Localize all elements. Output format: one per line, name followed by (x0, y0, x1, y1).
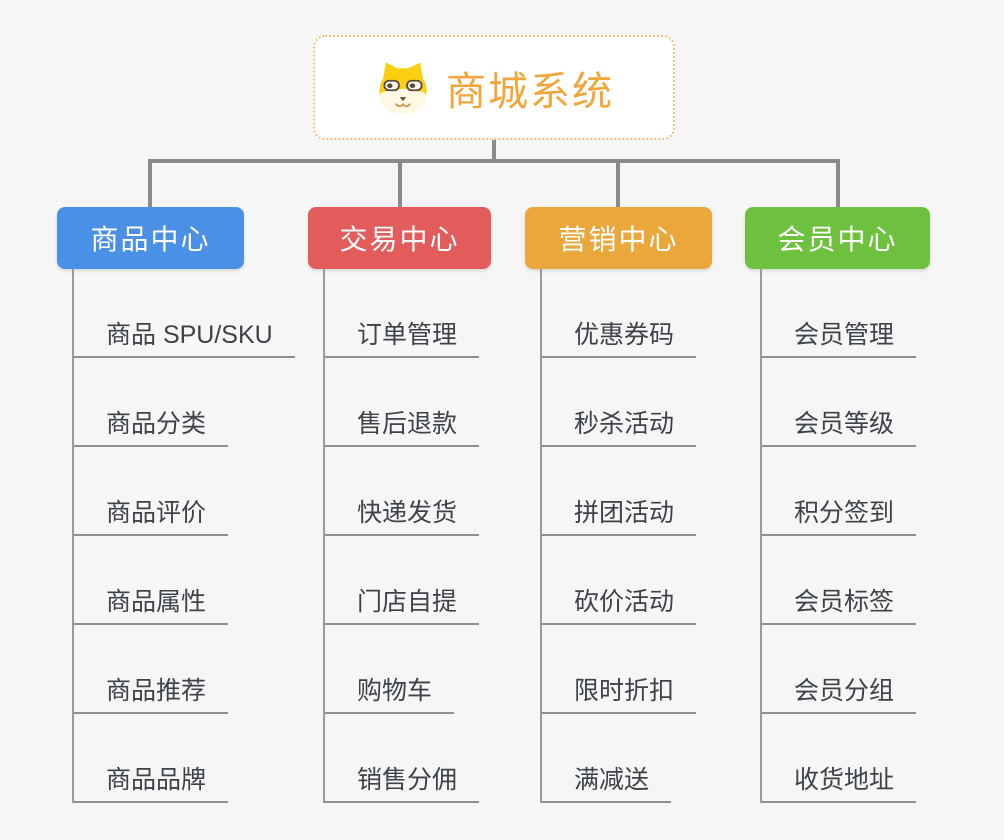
leaf-row: 商品品牌 (74, 714, 295, 803)
leaf-node-coupon-code[interactable]: 优惠券码 (542, 321, 697, 358)
leaf-row: 商品分类 (74, 358, 295, 447)
branch-column-trade: 交易中心 订单管理 售后退款 快递发货 门店自提 购物车 销售分佣 (308, 207, 491, 803)
branch-label: 会员中心 (777, 224, 898, 255)
leaf-node-bargain-activity[interactable]: 砍价活动 (542, 588, 697, 625)
leaf-row: 积分签到 (762, 447, 917, 536)
leaf-node-express-delivery[interactable]: 快递发货 (325, 499, 480, 536)
leaf-node-member-group[interactable]: 会员分组 (762, 677, 917, 714)
leaf-node-store-pickup[interactable]: 门店自提 (325, 588, 480, 625)
leaf-row: 会员标签 (762, 536, 917, 625)
leaf-node-sales-commission[interactable]: 销售分佣 (325, 766, 480, 803)
leaf-node-product-brand[interactable]: 商品品牌 (74, 766, 229, 803)
branch-items-member: 会员管理 会员等级 积分签到 会员标签 会员分组 收货地址 (760, 269, 917, 803)
leaf-node-points-checkin[interactable]: 积分签到 (762, 499, 917, 536)
leaf-node-full-reduction[interactable]: 满减送 (542, 766, 672, 803)
branch-node-trade-center[interactable]: 交易中心 (308, 207, 491, 269)
leaf-row: 秒杀活动 (542, 358, 697, 447)
branch-column-product: 商品中心 商品 SPU/SKU 商品分类 商品评价 商品属性 商品推荐 商品品牌 (57, 207, 295, 803)
root-title: 商城系统 (446, 69, 614, 114)
leaf-node-flash-sale[interactable]: 秒杀活动 (542, 410, 697, 447)
connector-drop-trade (398, 161, 402, 207)
leaf-node-member-management[interactable]: 会员管理 (762, 321, 917, 358)
leaf-node-member-tag[interactable]: 会员标签 (762, 588, 917, 625)
leaf-node-product-spu-sku[interactable]: 商品 SPU/SKU (74, 321, 295, 358)
branch-items-trade: 订单管理 售后退款 快递发货 门店自提 购物车 销售分佣 (323, 269, 480, 803)
leaf-node-product-category[interactable]: 商品分类 (74, 410, 229, 447)
branch-label: 营销中心 (558, 224, 679, 255)
branch-label: 交易中心 (339, 224, 460, 255)
leaf-node-product-review[interactable]: 商品评价 (74, 499, 229, 536)
branch-items-marketing: 优惠券码 秒杀活动 拼团活动 砍价活动 限时折扣 满减送 (540, 269, 697, 803)
leaf-row: 收货地址 (762, 714, 917, 803)
leaf-row: 限时折扣 (542, 625, 697, 714)
branch-node-marketing-center[interactable]: 营销中心 (525, 207, 712, 269)
leaf-row: 售后退款 (325, 358, 480, 447)
leaf-row: 会员管理 (762, 269, 917, 358)
root-node[interactable]: 商城系统 (313, 35, 675, 140)
branch-label: 商品中心 (90, 224, 211, 255)
leaf-row: 拼团活动 (542, 447, 697, 536)
leaf-node-order-management[interactable]: 订单管理 (325, 321, 480, 358)
leaf-row: 满减送 (542, 714, 696, 803)
leaf-row: 商品 SPU/SKU (74, 269, 295, 358)
leaf-node-shipping-address[interactable]: 收货地址 (762, 766, 917, 803)
connector-root-stem (492, 140, 496, 163)
leaf-node-product-attribute[interactable]: 商品属性 (74, 588, 229, 625)
leaf-row: 会员分组 (762, 625, 917, 714)
leaf-row: 订单管理 (325, 269, 480, 358)
leaf-node-limited-time-discount[interactable]: 限时折扣 (542, 677, 697, 714)
leaf-node-group-buy[interactable]: 拼团活动 (542, 499, 697, 536)
leaf-row: 商品属性 (74, 536, 295, 625)
leaf-row: 商品推荐 (74, 625, 295, 714)
leaf-row: 销售分佣 (325, 714, 480, 803)
branch-node-product-center[interactable]: 商品中心 (57, 207, 244, 269)
leaf-row: 商品评价 (74, 447, 295, 536)
branch-items-product: 商品 SPU/SKU 商品分类 商品评价 商品属性 商品推荐 商品品牌 (72, 269, 295, 803)
connector-horizontal-rail (148, 159, 840, 163)
leaf-row: 快递发货 (325, 447, 480, 536)
connector-drop-member (836, 161, 840, 207)
branch-node-member-center[interactable]: 会员中心 (745, 207, 930, 269)
leaf-row: 门店自提 (325, 536, 480, 625)
leaf-row: 购物车 (325, 625, 479, 714)
connector-drop-marketing (616, 161, 620, 207)
branch-column-marketing: 营销中心 优惠券码 秒杀活动 拼团活动 砍价活动 限时折扣 满减送 (525, 207, 712, 803)
leaf-node-shopping-cart[interactable]: 购物车 (325, 677, 455, 714)
leaf-row: 会员等级 (762, 358, 917, 447)
dog-face-icon (379, 62, 427, 113)
leaf-row: 砍价活动 (542, 536, 697, 625)
leaf-node-after-sale-refund[interactable]: 售后退款 (325, 410, 480, 447)
branch-column-member: 会员中心 会员管理 会员等级 积分签到 会员标签 会员分组 收货地址 (745, 207, 930, 803)
leaf-node-member-level[interactable]: 会员等级 (762, 410, 917, 447)
leaf-node-product-recommend[interactable]: 商品推荐 (74, 677, 229, 714)
connector-drop-product (148, 161, 152, 207)
leaf-row: 优惠券码 (542, 269, 697, 358)
